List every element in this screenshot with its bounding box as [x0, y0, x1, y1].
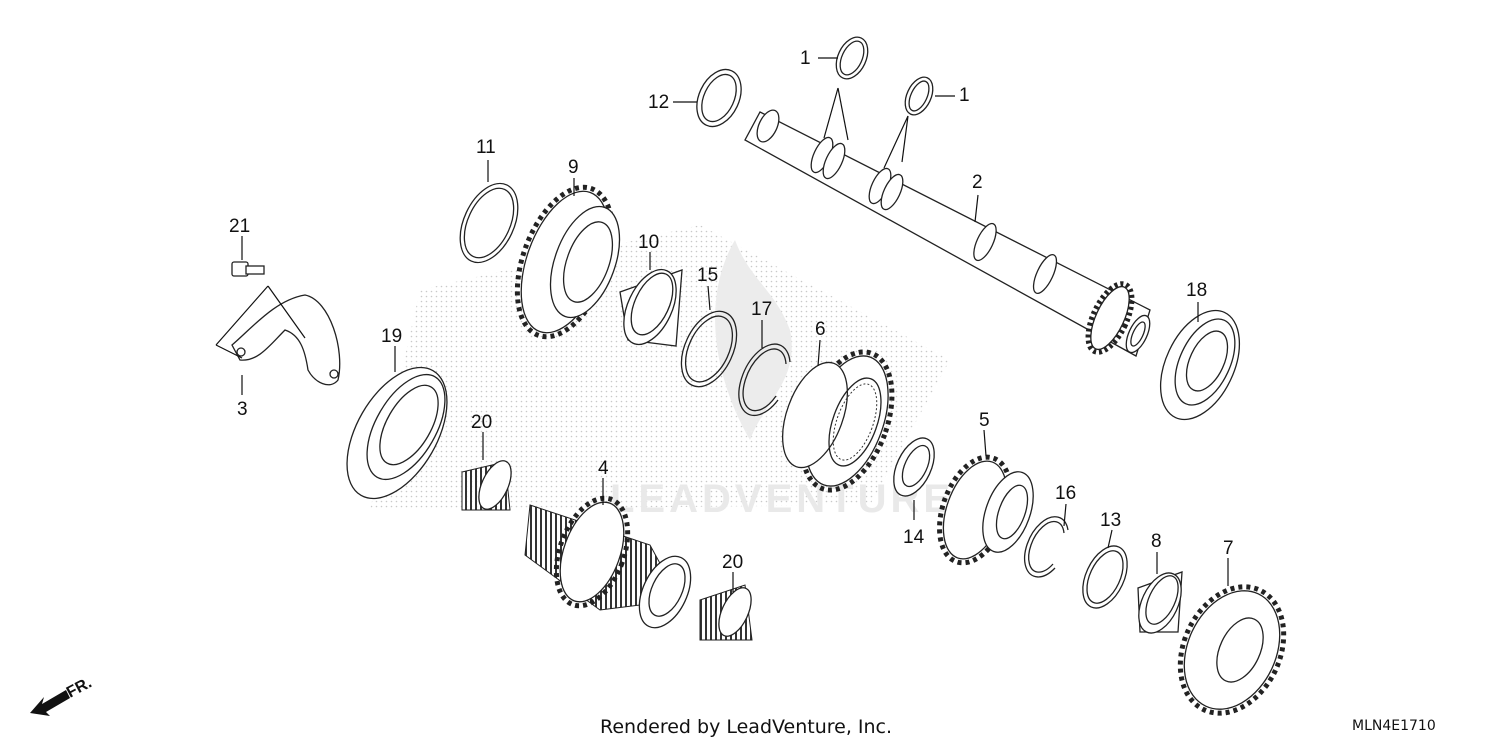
callout-labels: 1 1 2 3 4 5 6 7 8 9 10 11 12 13 14 15 16… [229, 48, 1234, 573]
rendered-by-credit: Rendered by LeadVenture, Inc. [600, 716, 893, 738]
o-ring-lower [904, 76, 934, 116]
callout-5: 5 [979, 410, 990, 431]
callout-7: 7 [1223, 538, 1234, 559]
snap-ring-17 [738, 343, 791, 417]
callout-8: 8 [1151, 531, 1162, 552]
ball-bearing-18 [1159, 309, 1241, 421]
callout-11: 11 [476, 137, 496, 158]
callout-2: 2 [972, 172, 983, 193]
callout-17: 17 [751, 299, 772, 320]
callout-21: 21 [229, 216, 250, 237]
callout-1a: 1 [800, 48, 811, 69]
callout-12: 12 [648, 92, 669, 113]
front-direction-indicator: FR. [30, 674, 95, 716]
callout-9: 9 [568, 157, 579, 178]
diagram-code: MLN4E1710 [1352, 718, 1436, 734]
washer-15 [680, 310, 738, 388]
callout-19: 19 [381, 326, 402, 347]
callout-6: 6 [815, 319, 826, 340]
needle-bearing-upper [461, 460, 512, 511]
bushing-10 [619, 268, 683, 347]
bushing-8 [1137, 571, 1183, 634]
ball-bearing-19 [346, 366, 448, 500]
callout-3: 3 [237, 399, 248, 420]
thrust-washer-11 [459, 182, 519, 264]
callout-16: 16 [1055, 483, 1076, 504]
gear-6 [782, 349, 895, 493]
gear-5 [937, 454, 1034, 566]
callout-4: 4 [598, 458, 609, 479]
o-ring-upper [835, 36, 869, 80]
callout-13: 13 [1100, 510, 1121, 531]
callout-1b: 1 [959, 85, 970, 106]
snap-ring-16 [1024, 516, 1069, 578]
gear-4 [524, 495, 692, 629]
countershaft [744, 109, 1151, 357]
callout-14: 14 [903, 527, 925, 548]
watermark-text: LEADVENTURE [610, 477, 954, 521]
callout-18: 18 [1186, 280, 1207, 301]
lock-washer-14 [893, 437, 935, 497]
washer-13 [1082, 545, 1128, 609]
gear-9 [514, 184, 621, 340]
callout-15: 15 [697, 265, 718, 286]
bearing-holder-bracket [231, 294, 341, 386]
callout-20b: 20 [722, 552, 743, 573]
callout-10: 10 [638, 232, 659, 253]
leader-lines [215, 57, 1229, 592]
front-arrow-icon [30, 690, 70, 716]
needle-bearing-lower [699, 584, 753, 641]
flange-bolt [231, 261, 265, 277]
thrust-washer-12 [696, 68, 742, 128]
callout-20a: 20 [471, 412, 492, 433]
gear-7 [1177, 584, 1287, 716]
